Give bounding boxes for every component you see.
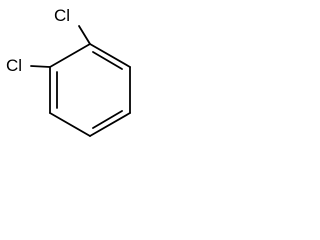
- structure-canvas: Cl Cl: [0, 0, 162, 142]
- double-bond-inner-c1-c2: [92, 51, 123, 70]
- ring-bond-c6-c1: [49, 43, 91, 68]
- dichlorobenzene-structure: Cl Cl: [6, 6, 131, 137]
- substituent-bond-top: [78, 25, 91, 45]
- ring-bond-c3-c4: [89, 112, 131, 137]
- atom-label-cl-left: Cl: [6, 56, 22, 75]
- ring-bond-c4-c5: [49, 112, 91, 137]
- ring-bond-c1-c2: [89, 43, 131, 68]
- substituent-bond-left: [30, 65, 51, 68]
- atom-label-cl-top: Cl: [54, 6, 70, 25]
- double-bond-inner-c3-c4: [92, 110, 123, 129]
